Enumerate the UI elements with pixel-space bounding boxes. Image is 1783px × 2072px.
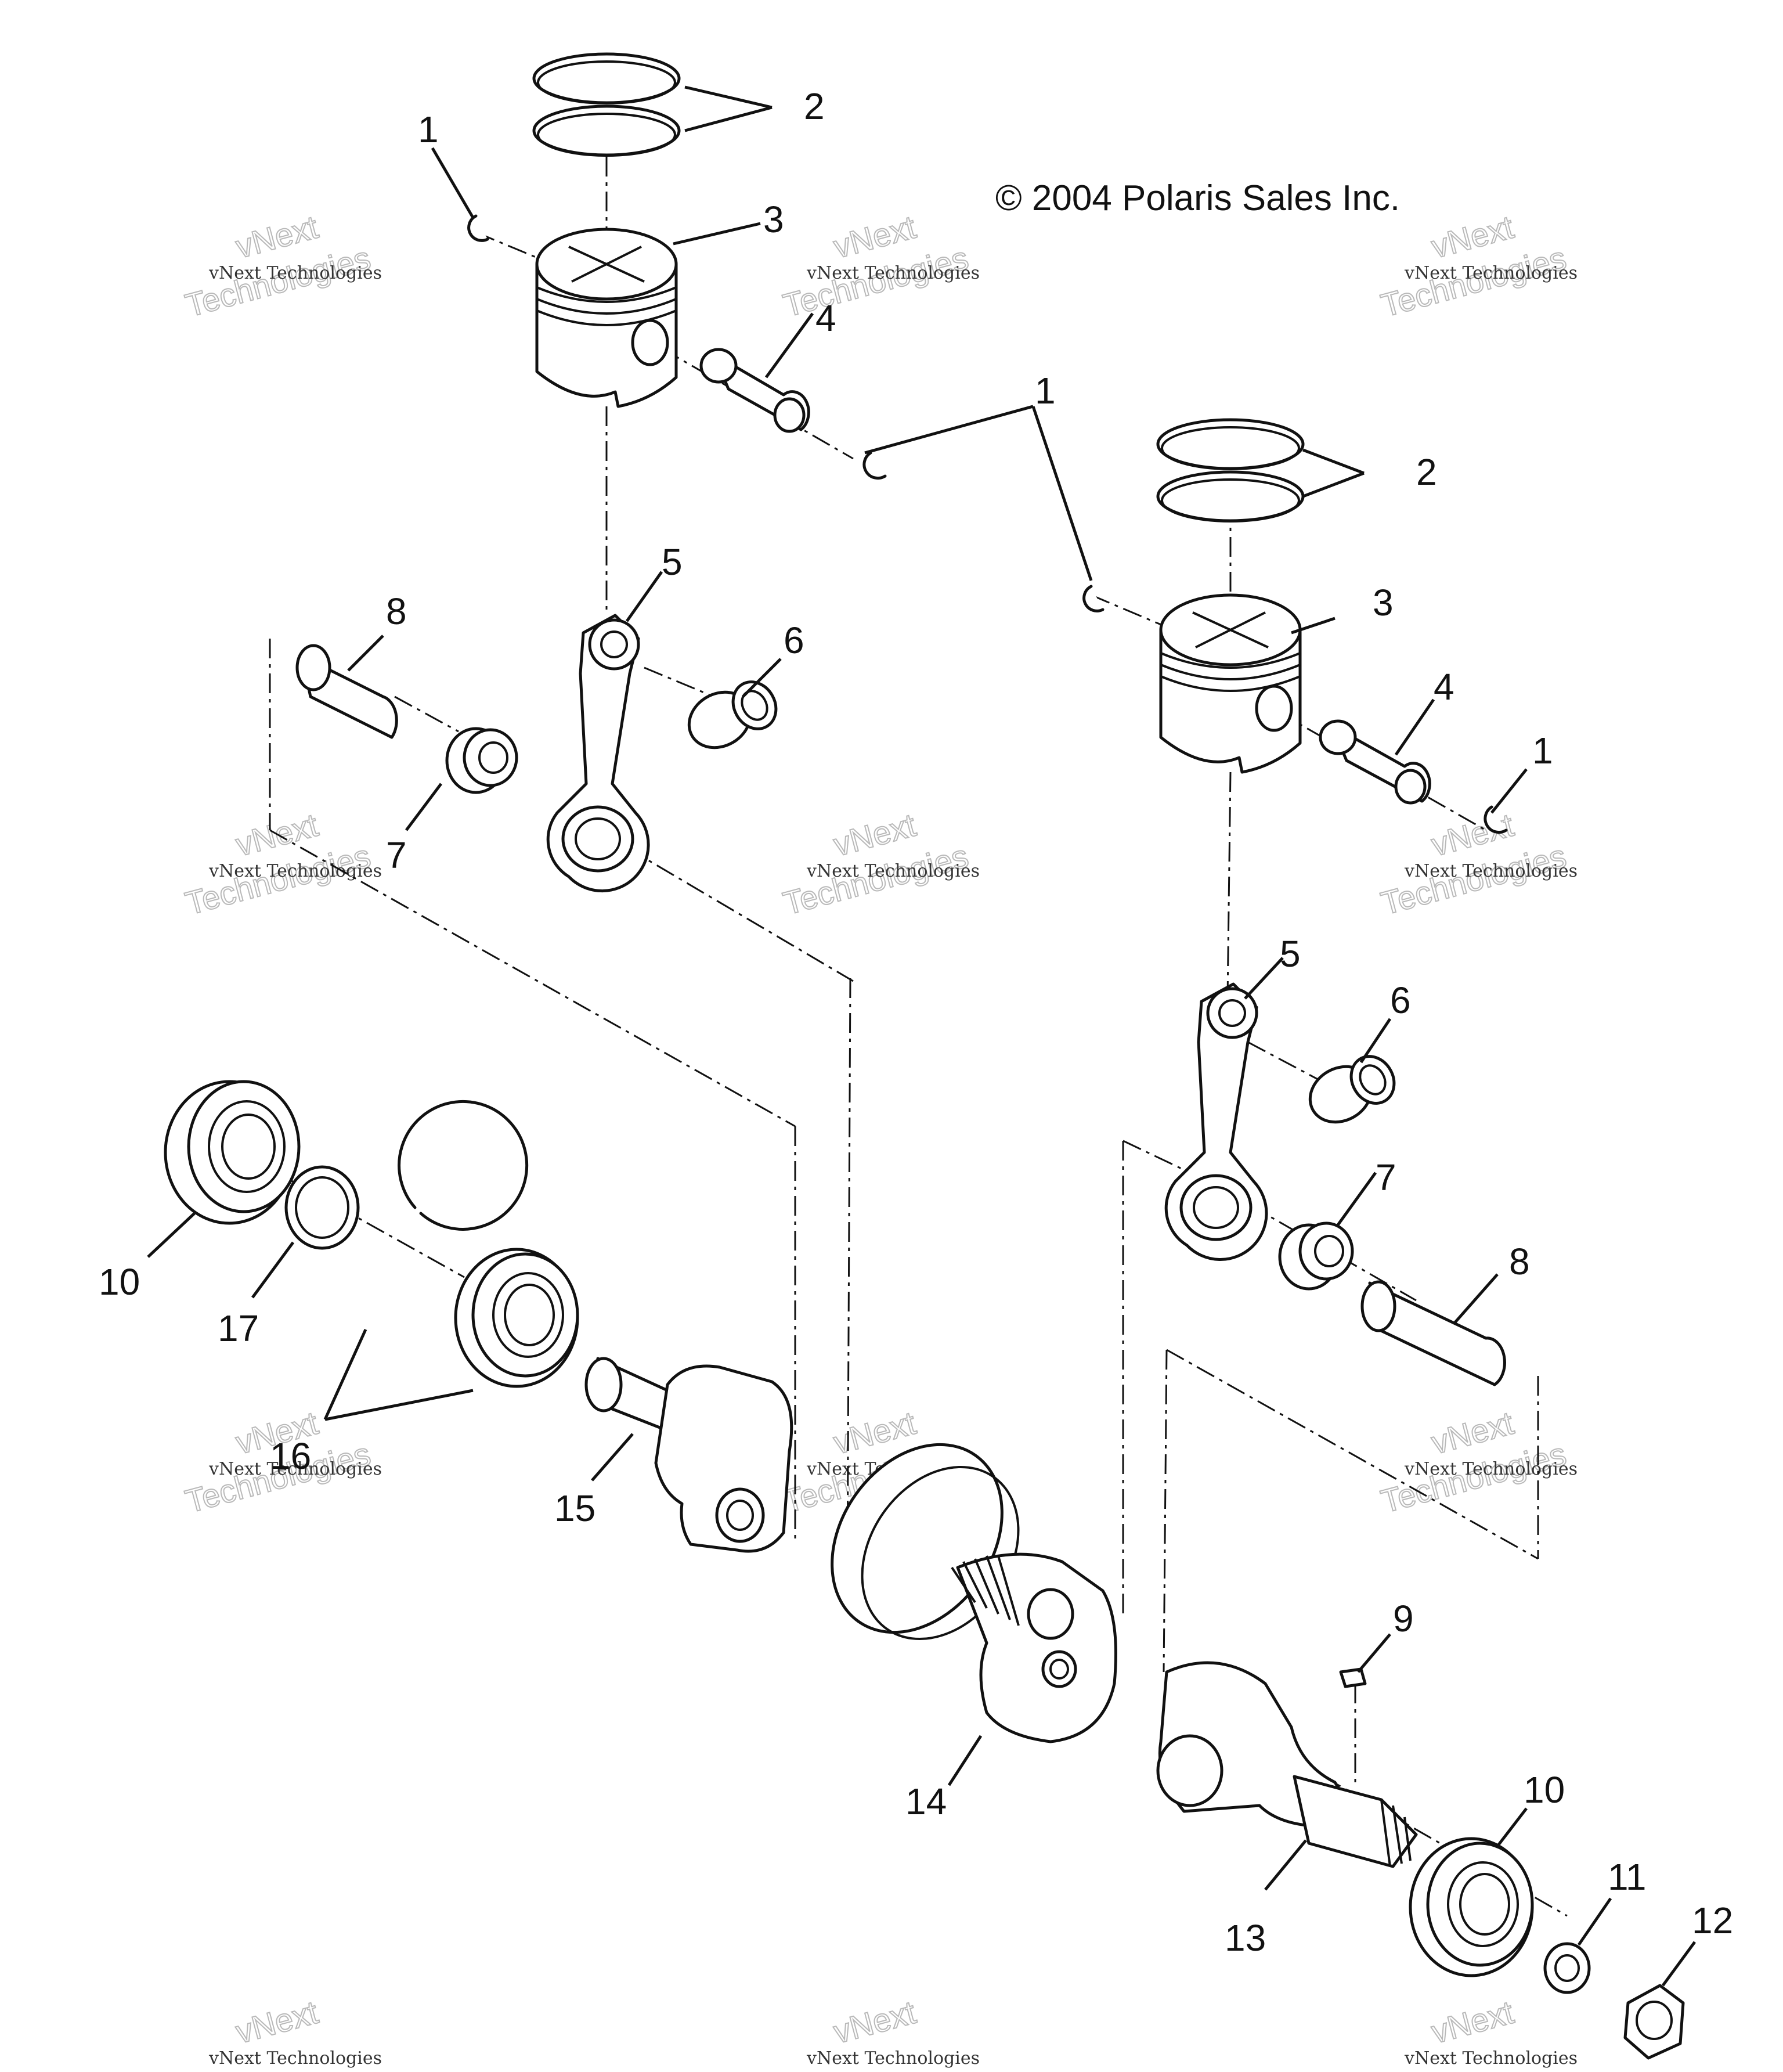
ball-bearing-left-outer <box>164 1080 301 1225</box>
callout-17: 17 <box>218 1307 259 1349</box>
watermark: vNext Technologies vNext Technologies <box>181 806 382 923</box>
callout-3: 3 <box>763 199 784 240</box>
watermark: vNext Technologies vNext Technologies <box>779 208 980 325</box>
circlip-right-2 <box>1484 805 1508 834</box>
callout-numbers: 1 2 3 4 1 5 6 7 8 2 3 4 1 5 6 7 8 10 17 … <box>99 85 1733 1959</box>
callout-2: 2 <box>1416 451 1437 493</box>
needle-bearing-right-7 <box>1278 1221 1354 1291</box>
crankshaft-half-left <box>584 1357 793 1553</box>
callout-11: 11 <box>1608 1856 1646 1898</box>
piston-rings-right <box>1156 418 1305 522</box>
callout-5: 5 <box>1280 933 1301 975</box>
circlip-left-1 <box>467 214 489 242</box>
svg-text:vNext Technologies: vNext Technologies <box>806 2048 980 2069</box>
circlip-right-1 <box>1082 585 1105 612</box>
callout-15: 15 <box>554 1487 595 1529</box>
callout-9: 9 <box>1393 1598 1414 1639</box>
needle-bearing-left-6 <box>687 680 778 749</box>
svg-text:vNext: vNext <box>830 1994 920 2051</box>
watermark: vNext Technologies vNext Technologies <box>779 806 980 923</box>
callout-4: 4 <box>1434 666 1454 708</box>
leader-lines <box>147 85 1697 1987</box>
callout-14: 14 <box>905 1781 947 1822</box>
crank-pin-left <box>295 644 398 739</box>
shim-washer <box>284 1165 360 1250</box>
piston-left <box>535 228 678 408</box>
piston-pin-left <box>699 348 810 433</box>
watermark: vNext Technologies vNext Technologies <box>1377 1404 1578 1520</box>
crankshaft-half-right <box>1156 1661 1418 1868</box>
piston-rings-left <box>532 52 681 157</box>
hex-nut <box>1623 1984 1685 2060</box>
svg-text:vNext: vNext <box>232 1994 322 2051</box>
crank-pin-right <box>1360 1280 1506 1386</box>
callout-13: 13 <box>1225 1917 1266 1959</box>
callout-7: 7 <box>1376 1156 1396 1198</box>
connecting-rod-right <box>1164 982 1268 1262</box>
watermark: vNext vNext Technologies <box>806 1993 980 2069</box>
piston-pin-right <box>1319 719 1431 805</box>
lock-washer <box>1543 1942 1591 1994</box>
svg-text:vNext Technologies: vNext Technologies <box>1404 861 1578 881</box>
svg-text:vNext Technologies: vNext Technologies <box>208 263 382 283</box>
watermark-grid: vNext Technologies vNext Technologies vN… <box>181 208 1578 2069</box>
svg-text:vNext Technologies: vNext Technologies <box>806 861 980 881</box>
copyright-text: © 2004 Polaris Sales Inc. <box>995 178 1400 218</box>
callout-12: 12 <box>1692 1900 1733 1941</box>
callout-6: 6 <box>784 619 804 661</box>
svg-text:vNext Technologies: vNext Technologies <box>806 263 980 283</box>
watermark: vNext Technologies vNext Technologies <box>1377 806 1578 923</box>
svg-text:vNext Technologies: vNext Technologies <box>1404 1459 1578 1479</box>
callout-1: 1 <box>1035 370 1056 412</box>
callout-10: 10 <box>99 1261 140 1303</box>
woodruff-key <box>1339 1667 1367 1688</box>
callout-16: 16 <box>270 1435 311 1477</box>
piston-right <box>1159 593 1302 774</box>
svg-text:vNext Technologies: vNext Technologies <box>1404 2048 1578 2069</box>
callout-1: 1 <box>1532 730 1553 772</box>
circlip-left-2 <box>862 451 887 480</box>
watermark: vNext Technologies vNext Technologies <box>181 208 382 325</box>
connecting-rod-left <box>546 614 650 893</box>
callout-7: 7 <box>386 834 407 876</box>
callout-6: 6 <box>1390 979 1411 1021</box>
callout-2: 2 <box>804 85 825 127</box>
svg-text:vNext Technologies: vNext Technologies <box>1404 263 1578 283</box>
svg-text:vNext: vNext <box>1428 1994 1518 2051</box>
needle-bearing-left-7 <box>445 727 518 794</box>
watermark: vNext vNext Technologies <box>208 1993 382 2069</box>
callout-8: 8 <box>1509 1241 1530 1282</box>
snap-ring <box>398 1100 529 1231</box>
callout-8: 8 <box>386 590 407 632</box>
needle-bearing-right-6 <box>1308 1055 1396 1124</box>
ball-bearing-left-inner <box>454 1248 579 1388</box>
assembly-lines <box>214 122 1568 1917</box>
callout-5: 5 <box>662 541 683 583</box>
callout-1: 1 <box>418 109 439 150</box>
watermark: vNext vNext Technologies <box>1404 1993 1578 2069</box>
svg-text:vNext Technologies: vNext Technologies <box>208 1459 382 1479</box>
svg-text:vNext Technologies: vNext Technologies <box>208 2048 382 2069</box>
callout-3: 3 <box>1373 582 1394 624</box>
callout-10: 10 <box>1524 1769 1565 1811</box>
crankshaft-center <box>831 1443 1117 1743</box>
watermark: vNext Technologies vNext Technologies <box>1377 208 1578 325</box>
ball-bearing-right <box>1409 1837 1534 1977</box>
callout-4: 4 <box>815 297 836 339</box>
